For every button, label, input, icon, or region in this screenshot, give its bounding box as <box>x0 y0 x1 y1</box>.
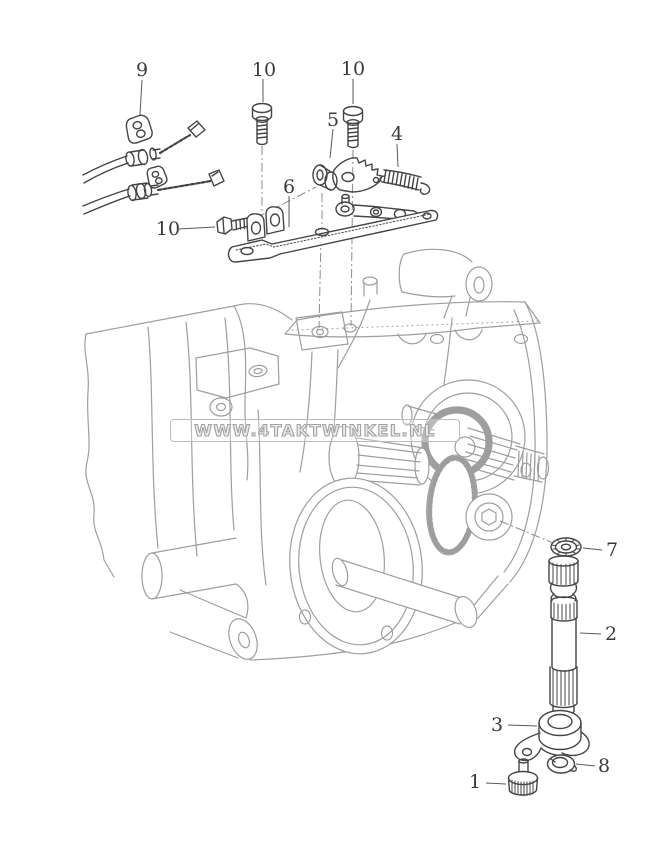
callout-label-10c: 10 <box>155 218 181 240</box>
callout-leader-lines <box>139 79 603 785</box>
callout-label-9: 9 <box>135 59 149 81</box>
callout-label-4: 4 <box>390 123 404 145</box>
splined-shaft <box>548 555 579 716</box>
callout-label-1: 1 <box>468 771 482 793</box>
cable-assembly-upper <box>82 120 206 184</box>
callout-label-10b: 10 <box>340 58 366 80</box>
callout-label-10a: 10 <box>251 59 277 81</box>
callout-label-3: 3 <box>490 714 504 736</box>
callout-label-5: 5 <box>326 109 340 131</box>
knurled-bolt <box>507 758 539 797</box>
engine-case-drawing <box>84 248 550 661</box>
callout-label-2: 2 <box>604 623 618 645</box>
cam-lever <box>312 157 383 193</box>
callout-label-7: 7 <box>605 539 619 561</box>
lever-arm-collar <box>513 709 590 762</box>
pan-head-screw-right <box>342 105 364 149</box>
assembly-axis-lines <box>251 146 559 546</box>
callout-label-8: 8 <box>597 755 611 777</box>
mounting-bracket <box>227 206 439 263</box>
cable-assembly-lower <box>82 169 225 215</box>
return-spring <box>379 169 431 195</box>
watermark-banner: WWW.4TAKTWINKEL.NL <box>170 419 460 442</box>
callout-label-6: 6 <box>282 176 296 198</box>
cable-clip-lower <box>146 165 168 189</box>
cable-clip-upper <box>125 114 153 144</box>
lock-washer <box>546 754 577 774</box>
pan-head-screw-left <box>251 102 273 146</box>
serrated-washer <box>550 537 582 557</box>
